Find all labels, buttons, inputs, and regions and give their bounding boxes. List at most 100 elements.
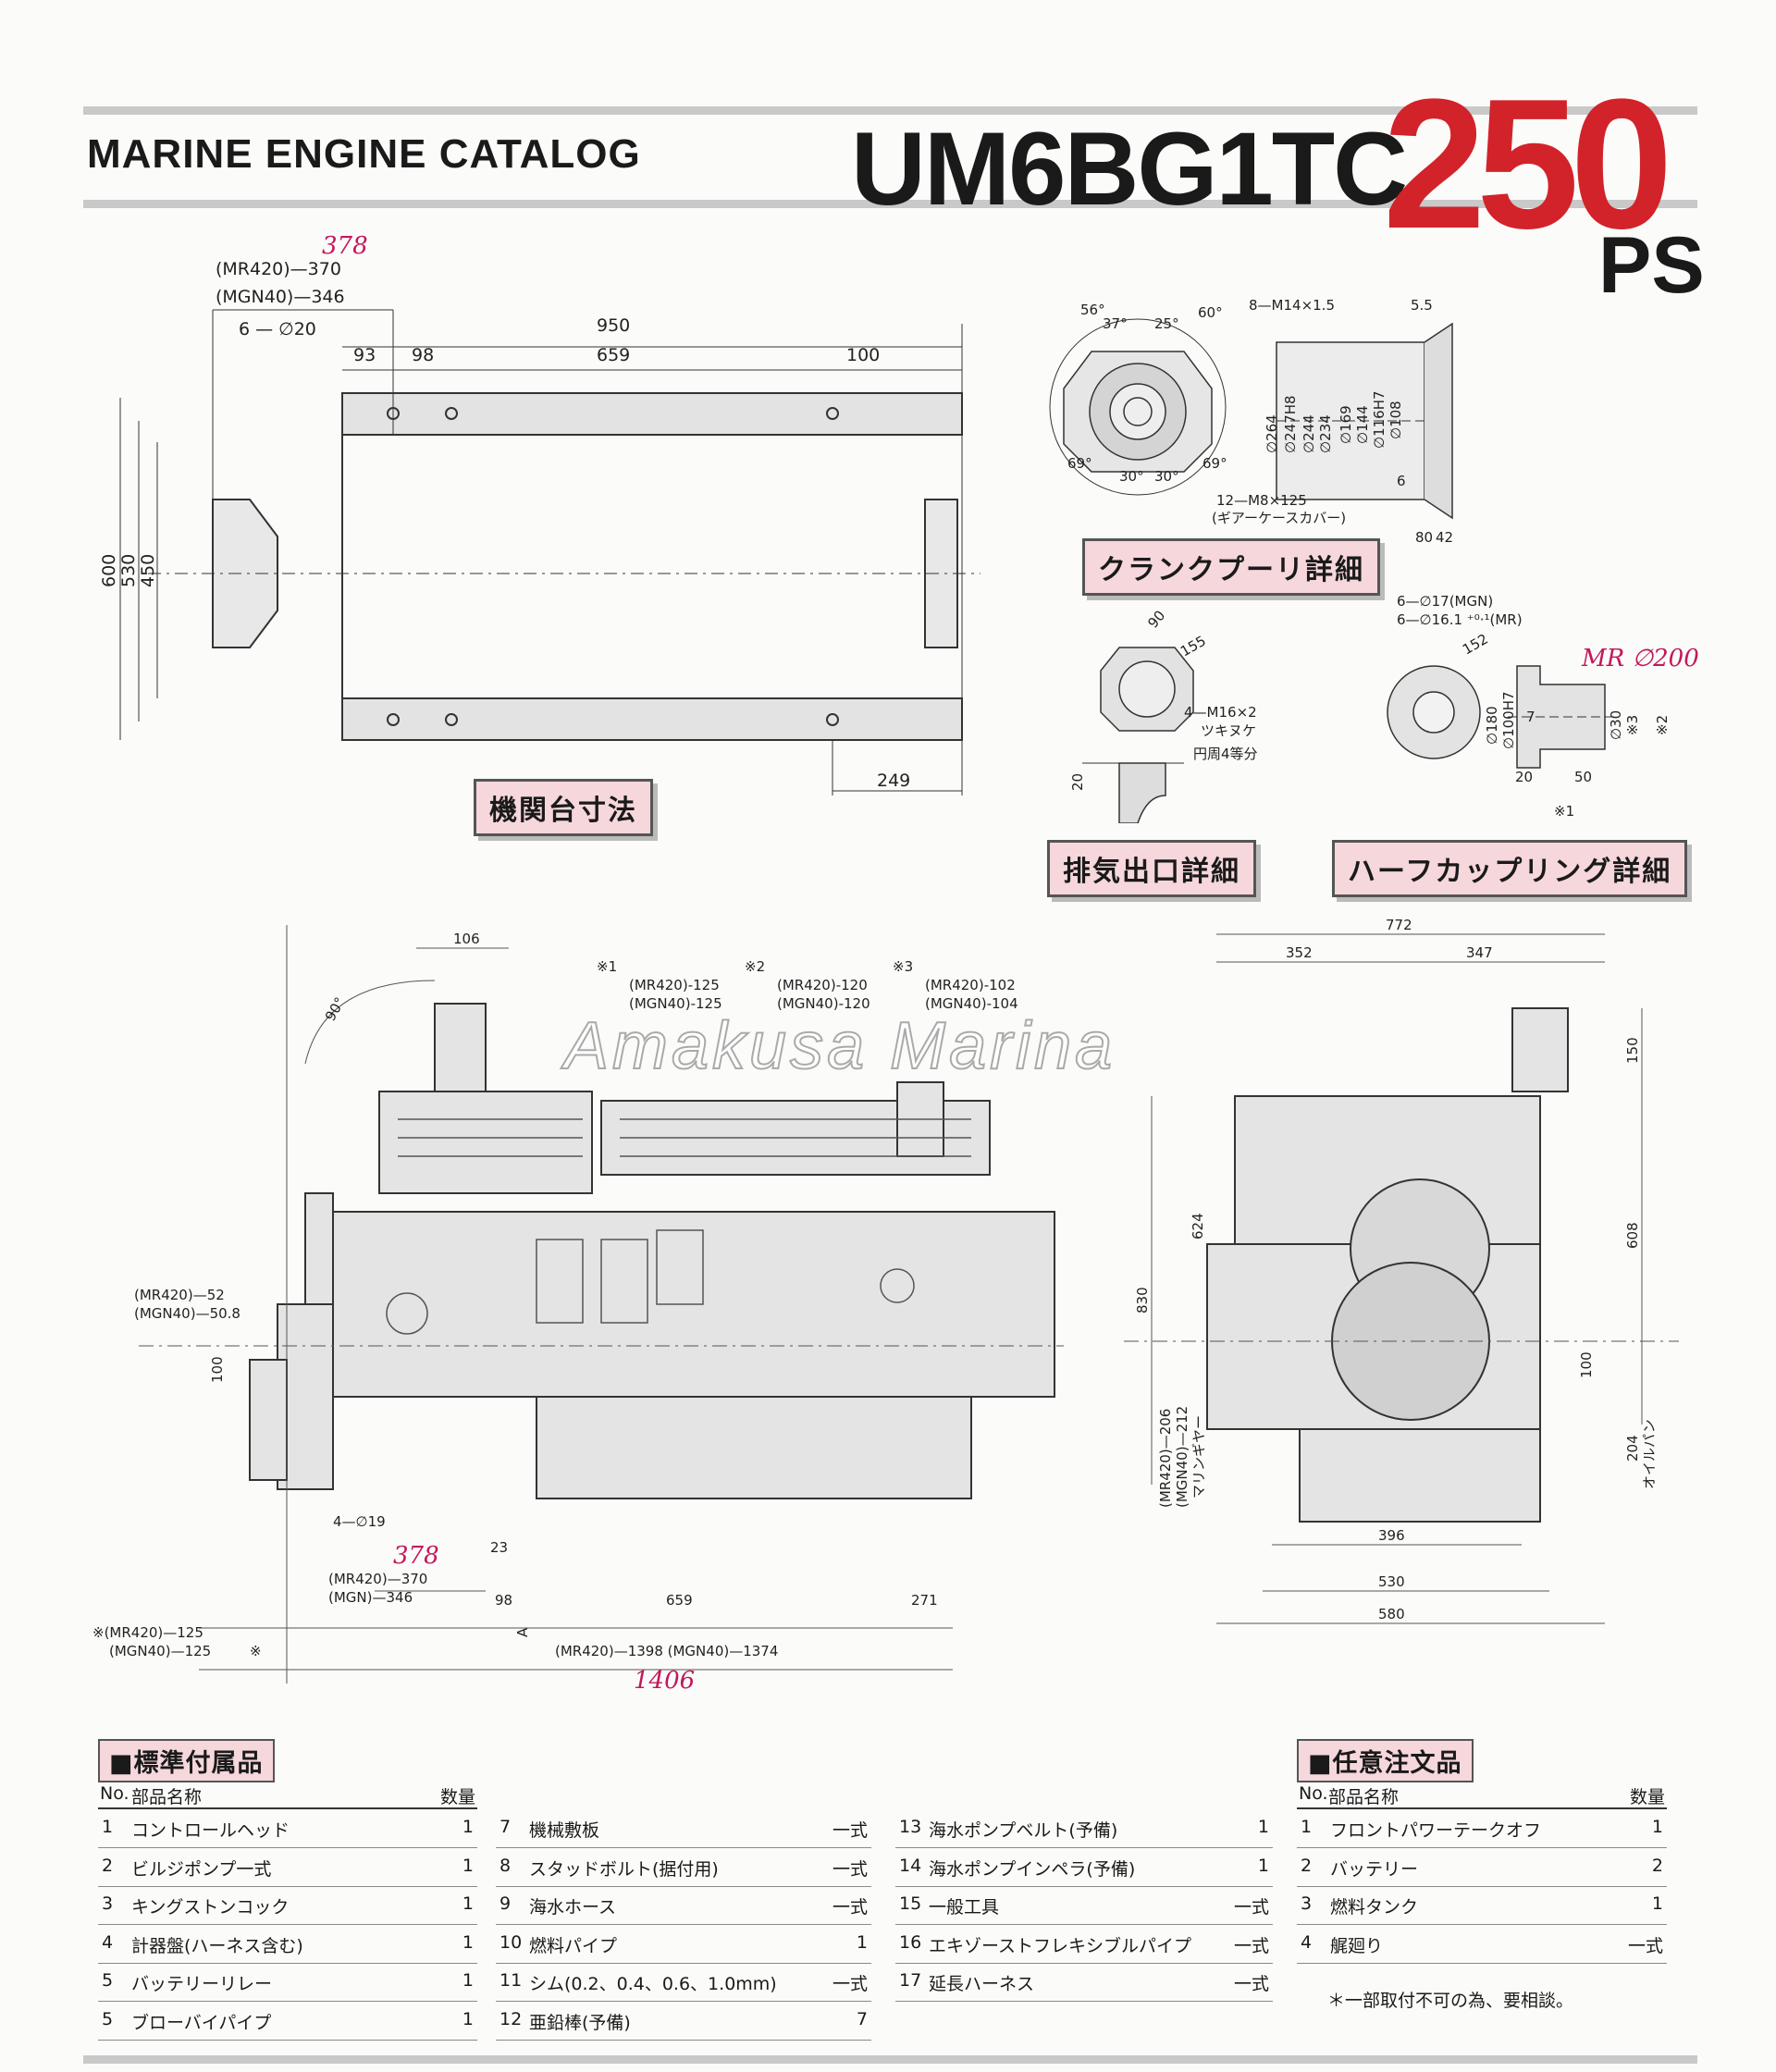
crank-d6: 6 [1397, 473, 1406, 489]
row-name: スタッドボルト(据付用) [529, 1858, 719, 1880]
row-no: 17 [899, 1970, 922, 1991]
row-qty: 1 [462, 1817, 474, 1837]
row-qty: 1 [462, 1970, 474, 1991]
row-no: 3 [1301, 1893, 1313, 1914]
front-d347: 347 [1466, 944, 1493, 961]
row-name: 計器盤(ハーネス含む) [131, 1935, 303, 1956]
front-d624: 624 [1190, 1213, 1206, 1240]
side-mr125: ※(MR420)—125 [92, 1624, 204, 1641]
exhaust-d20: 20 [1069, 773, 1086, 791]
crank-d108: ∅108 [1388, 401, 1404, 439]
row-qty: 一式 [1233, 1974, 1269, 1994]
header-qty: 数量 [439, 1787, 475, 1807]
table-row: 14 海水ポンプインペラ(予備) 1 [895, 1848, 1273, 1887]
bed-dim-450: 450 [138, 554, 158, 587]
front-oilpan: オイルパン [1641, 1419, 1658, 1489]
model-name: UM6BG1TC [851, 111, 1408, 227]
row-no: 2 [1301, 1855, 1313, 1876]
side-bolt: 4—∅19 [333, 1513, 386, 1530]
row-no: 4 [102, 1931, 114, 1953]
row-qty: 7 [856, 2008, 868, 2029]
row-name: 燃料タンク [1330, 1897, 1419, 1918]
crank-a30l: 30° [1119, 468, 1144, 485]
row-qty: 1 [462, 2008, 474, 2029]
table-header: No. 部品名称 数量 [98, 1776, 477, 1809]
coupling-mr: 6—∅16.1 ⁺⁰·¹(MR) [1397, 611, 1523, 628]
front-d772: 772 [1386, 917, 1412, 933]
row-qty: 1 [856, 1931, 868, 1953]
bed-dim-mgn40: (MGN40)—346 [216, 287, 345, 307]
bottom-rule [83, 2055, 1697, 2064]
crank-d80: 80 [1415, 529, 1433, 546]
side-mgn125: (MGN40)—125 [109, 1643, 211, 1659]
side-note3-mr: (MR420)-102 [925, 977, 1016, 993]
row-name: キングストンコック [131, 1897, 290, 1918]
side-total-corrected: 1406 [634, 1667, 695, 1695]
crank-a25: 25° [1154, 315, 1179, 332]
row-qty: 1 [1257, 1817, 1269, 1837]
coupling-d50: 50 [1574, 769, 1592, 785]
coupling-d2: ※2 [1654, 715, 1671, 735]
row-no: 11 [500, 1970, 523, 1991]
side-note3-mgn: (MGN40)-104 [925, 995, 1018, 1012]
coupling-d30: ∅30 [1608, 710, 1624, 740]
side-star: ※ [250, 1643, 262, 1659]
power-value: 250 [1383, 61, 1673, 267]
exhaust-a90: 90 [1144, 607, 1168, 631]
side-a-mark: A [514, 1627, 531, 1637]
crank-d169: ∅169 [1338, 405, 1354, 444]
row-no: 10 [500, 1931, 523, 1953]
crank-bolt: 8—M14×1.5 [1249, 297, 1335, 314]
bed-dim-600: 600 [99, 554, 119, 587]
side-note2: ※2 [745, 958, 765, 975]
side-note1-mgn: (MGN40)-125 [629, 995, 722, 1012]
side-mr52: (MR420)—52 [134, 1287, 225, 1303]
front-d100: 100 [1578, 1351, 1595, 1378]
side-corrected: 378 [393, 1542, 439, 1570]
exhaust-equal: 円周4等分 [1193, 746, 1258, 762]
coupling-d3: ※3 [1624, 715, 1641, 735]
row-name: 機械敷板 [529, 1820, 600, 1841]
crank-a69r: 69° [1202, 455, 1227, 472]
row-no: 1 [102, 1817, 114, 1837]
row-no: 8 [500, 1855, 512, 1876]
row-name: バッテリー [1330, 1858, 1419, 1880]
bed-dim-249: 249 [877, 771, 910, 791]
side-d100: 100 [209, 1356, 226, 1383]
crank-pulley-drawing: 56° 37° 25° 60° 8—M14×1.5 5.5 69° 30° 30… [1049, 297, 1453, 546]
crank-d244: ∅244 [1301, 414, 1317, 453]
coupling-drawing: 6—∅17(MGN) 6—∅16.1 ⁺⁰·¹(MR) MR ∅200 152 … [1387, 593, 1699, 820]
row-qty: 1 [1257, 1855, 1269, 1876]
front-d830: 830 [1134, 1287, 1151, 1314]
crank-d234: ∅234 [1317, 414, 1334, 453]
watermark: Amakusa Marina [563, 1008, 1116, 1084]
row-name: コントロールヘッド [131, 1820, 290, 1841]
side-d106: 106 [453, 931, 480, 947]
row-qty: 1 [462, 1855, 474, 1876]
row-name: ブローバイパイプ [131, 2012, 272, 2033]
front-mr206: (MR420)—206 [1157, 1409, 1174, 1508]
side-d659: 659 [666, 1592, 693, 1609]
crank-a37: 37° [1103, 315, 1128, 332]
row-name: バッテリーリレー [131, 1974, 273, 1994]
bed-dim-mr420-corrected: 378 [322, 232, 368, 260]
row-name: 延長ハーネス [929, 1974, 1035, 1994]
header-no: No. [100, 1783, 130, 1804]
crank-a60: 60° [1198, 304, 1223, 321]
side-mgn346: (MGN)—346 [328, 1589, 413, 1606]
coupling-d152: 152 [1460, 631, 1491, 659]
side-d271: 271 [911, 1592, 938, 1609]
row-no: 14 [899, 1855, 922, 1876]
coupling-d100: ∅100H7 [1500, 691, 1517, 749]
row-name: 亜鉛棒(予備) [529, 2012, 631, 2033]
row-name: 海水ポンプインペラ(予備) [929, 1858, 1136, 1880]
header-qty: 数量 [1629, 1787, 1665, 1807]
